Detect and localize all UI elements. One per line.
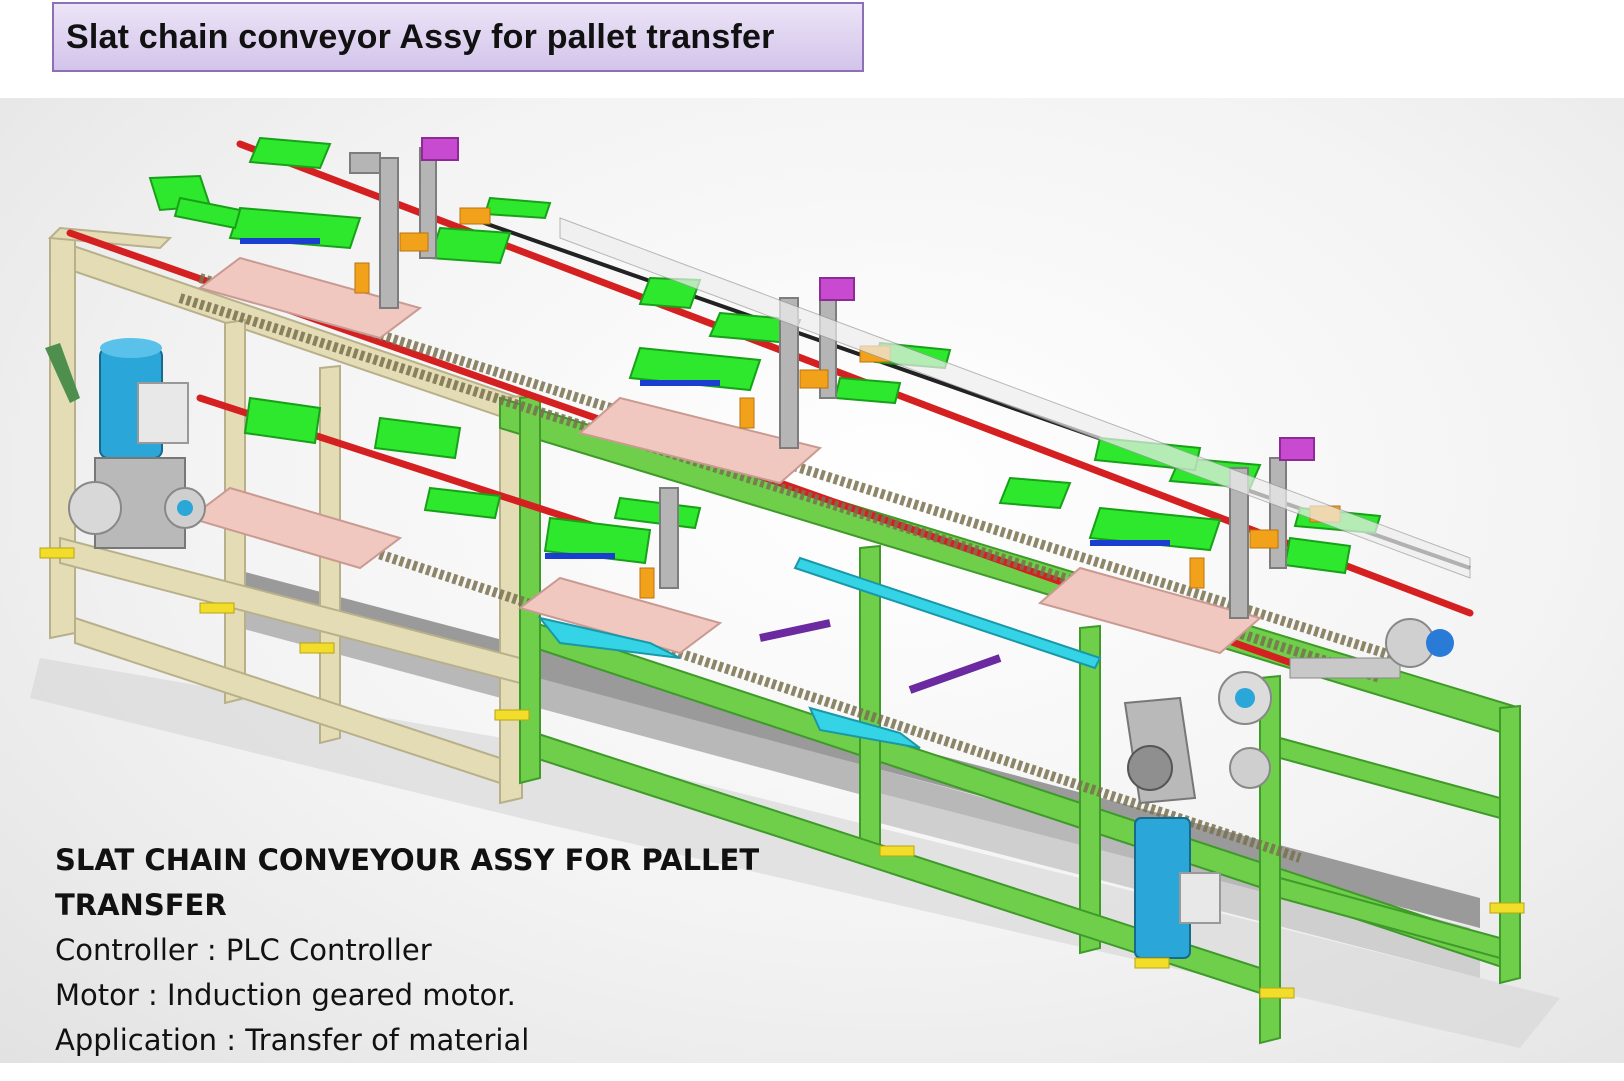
slide-title-box: Slat chain conveyor Assy for pallet tran… <box>52 2 864 72</box>
cyan-trays <box>537 556 1102 749</box>
right-drive-motor <box>1123 618 1454 959</box>
magenta-clamps <box>421 137 1315 461</box>
conveyor-render-image <box>0 98 1624 1063</box>
pallet-plates <box>187 256 1263 655</box>
slide-title: Slat chain conveyor Assy for pallet tran… <box>66 17 775 56</box>
spec-controller: Controller : PLC Controller <box>55 933 432 967</box>
green-fixtures <box>148 136 1382 575</box>
spec-heading: SLAT CHAIN CONVEYOUR ASSY FOR PALLET TRA… <box>55 843 760 922</box>
specification-block: SLAT CHAIN CONVEYOUR ASSY FOR PALLET TRA… <box>55 838 815 1063</box>
yellow-feet <box>39 547 1525 999</box>
spec-motor: Motor : Induction geared motor. <box>55 978 516 1012</box>
spec-application: Application : Transfer of material <box>55 1023 530 1057</box>
conveyor-illustration <box>30 136 1560 1048</box>
left-drive-motor <box>45 338 206 549</box>
